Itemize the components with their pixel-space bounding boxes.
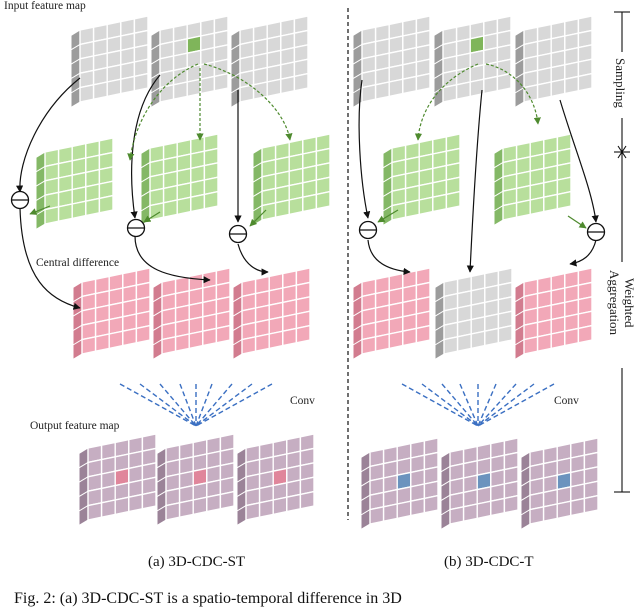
feature-map-blocks xyxy=(35,15,599,531)
output-map-5 xyxy=(440,437,519,531)
green4-to-op4 xyxy=(377,209,399,223)
green-center-to-green1 xyxy=(127,63,199,161)
sampling-label: Sampling xyxy=(613,58,628,108)
gray-map-mid xyxy=(434,267,513,361)
green-center-to-green3 xyxy=(203,63,293,141)
caption-3d-cdc-st: (a) 3D-CDC-ST xyxy=(148,554,246,570)
pink-map-4 xyxy=(352,267,431,361)
weighted-label: Weighted xyxy=(622,278,637,328)
minus-operator-2 xyxy=(126,218,146,238)
input-map-4 xyxy=(352,15,431,109)
pink-map-3 xyxy=(232,267,311,361)
green1-to-op1 xyxy=(29,205,51,215)
stage-bracket xyxy=(614,11,630,493)
input-map-3 xyxy=(230,15,309,109)
arrow-op5-to-pink5 xyxy=(569,239,597,267)
conv-fan-left xyxy=(119,383,273,427)
arrow-input2-to-op2 xyxy=(130,74,161,219)
pink-map-2 xyxy=(152,267,231,361)
pink-map-5 xyxy=(514,267,593,361)
conv-fan-right xyxy=(401,383,555,427)
output-map-2 xyxy=(156,433,235,527)
conv-label-right: Conv xyxy=(554,395,579,407)
arrow-input5-to-graymid xyxy=(466,89,483,273)
arrow-op2-to-pink2 xyxy=(134,235,211,284)
central-difference-label: Central difference xyxy=(36,257,120,269)
output-map-6 xyxy=(520,437,599,531)
aggregation-label: Aggregation xyxy=(607,270,622,335)
green-map-5 xyxy=(493,133,572,227)
input-map-6 xyxy=(514,15,593,109)
green-map-3 xyxy=(252,133,331,227)
minus-operator-3 xyxy=(228,224,248,244)
minus-operator-5 xyxy=(586,222,606,242)
caption-3d-cdc-t: (b) 3D-CDC-T xyxy=(444,554,534,570)
green-center-to-green5 xyxy=(485,63,541,125)
output-map-4 xyxy=(360,437,439,531)
green-map-1 xyxy=(35,137,114,231)
conv-label-left: Conv xyxy=(290,395,315,407)
figure-caption-cut: Fig. 2: (a) 3D-CDC-ST is a spatio-tempor… xyxy=(14,590,402,607)
green-map-4 xyxy=(382,133,461,227)
green-center-to-green4 xyxy=(414,63,479,141)
minus-operator-4 xyxy=(358,220,378,240)
output-map-1 xyxy=(78,433,157,527)
input-map-2 xyxy=(150,15,229,109)
difference-operators xyxy=(10,190,606,244)
output-feature-map-label: Output feature map xyxy=(30,420,120,432)
output-map-3 xyxy=(236,433,315,527)
arrow-op1-to-pink1 xyxy=(19,207,81,310)
green-map-2 xyxy=(140,133,219,227)
arrow-input1-to-op1 xyxy=(16,77,81,193)
minus-operator-1 xyxy=(10,190,30,210)
input-map-5 xyxy=(433,15,512,109)
green2-to-op2 xyxy=(143,211,161,223)
arrow-input6-to-op5 xyxy=(559,99,599,223)
pink-map-1 xyxy=(72,267,151,361)
connection-arrows xyxy=(16,8,630,520)
input-map-1 xyxy=(70,15,149,109)
arrow-op3-to-pink3 xyxy=(237,243,269,276)
green3-to-op3 xyxy=(249,209,267,227)
arrow-input4-to-op4 xyxy=(358,79,371,219)
input-feature-map-label: Input feature map xyxy=(4,0,86,12)
green5-to-op5 xyxy=(567,215,587,229)
arrow-op4-to-pink4 xyxy=(367,239,411,275)
